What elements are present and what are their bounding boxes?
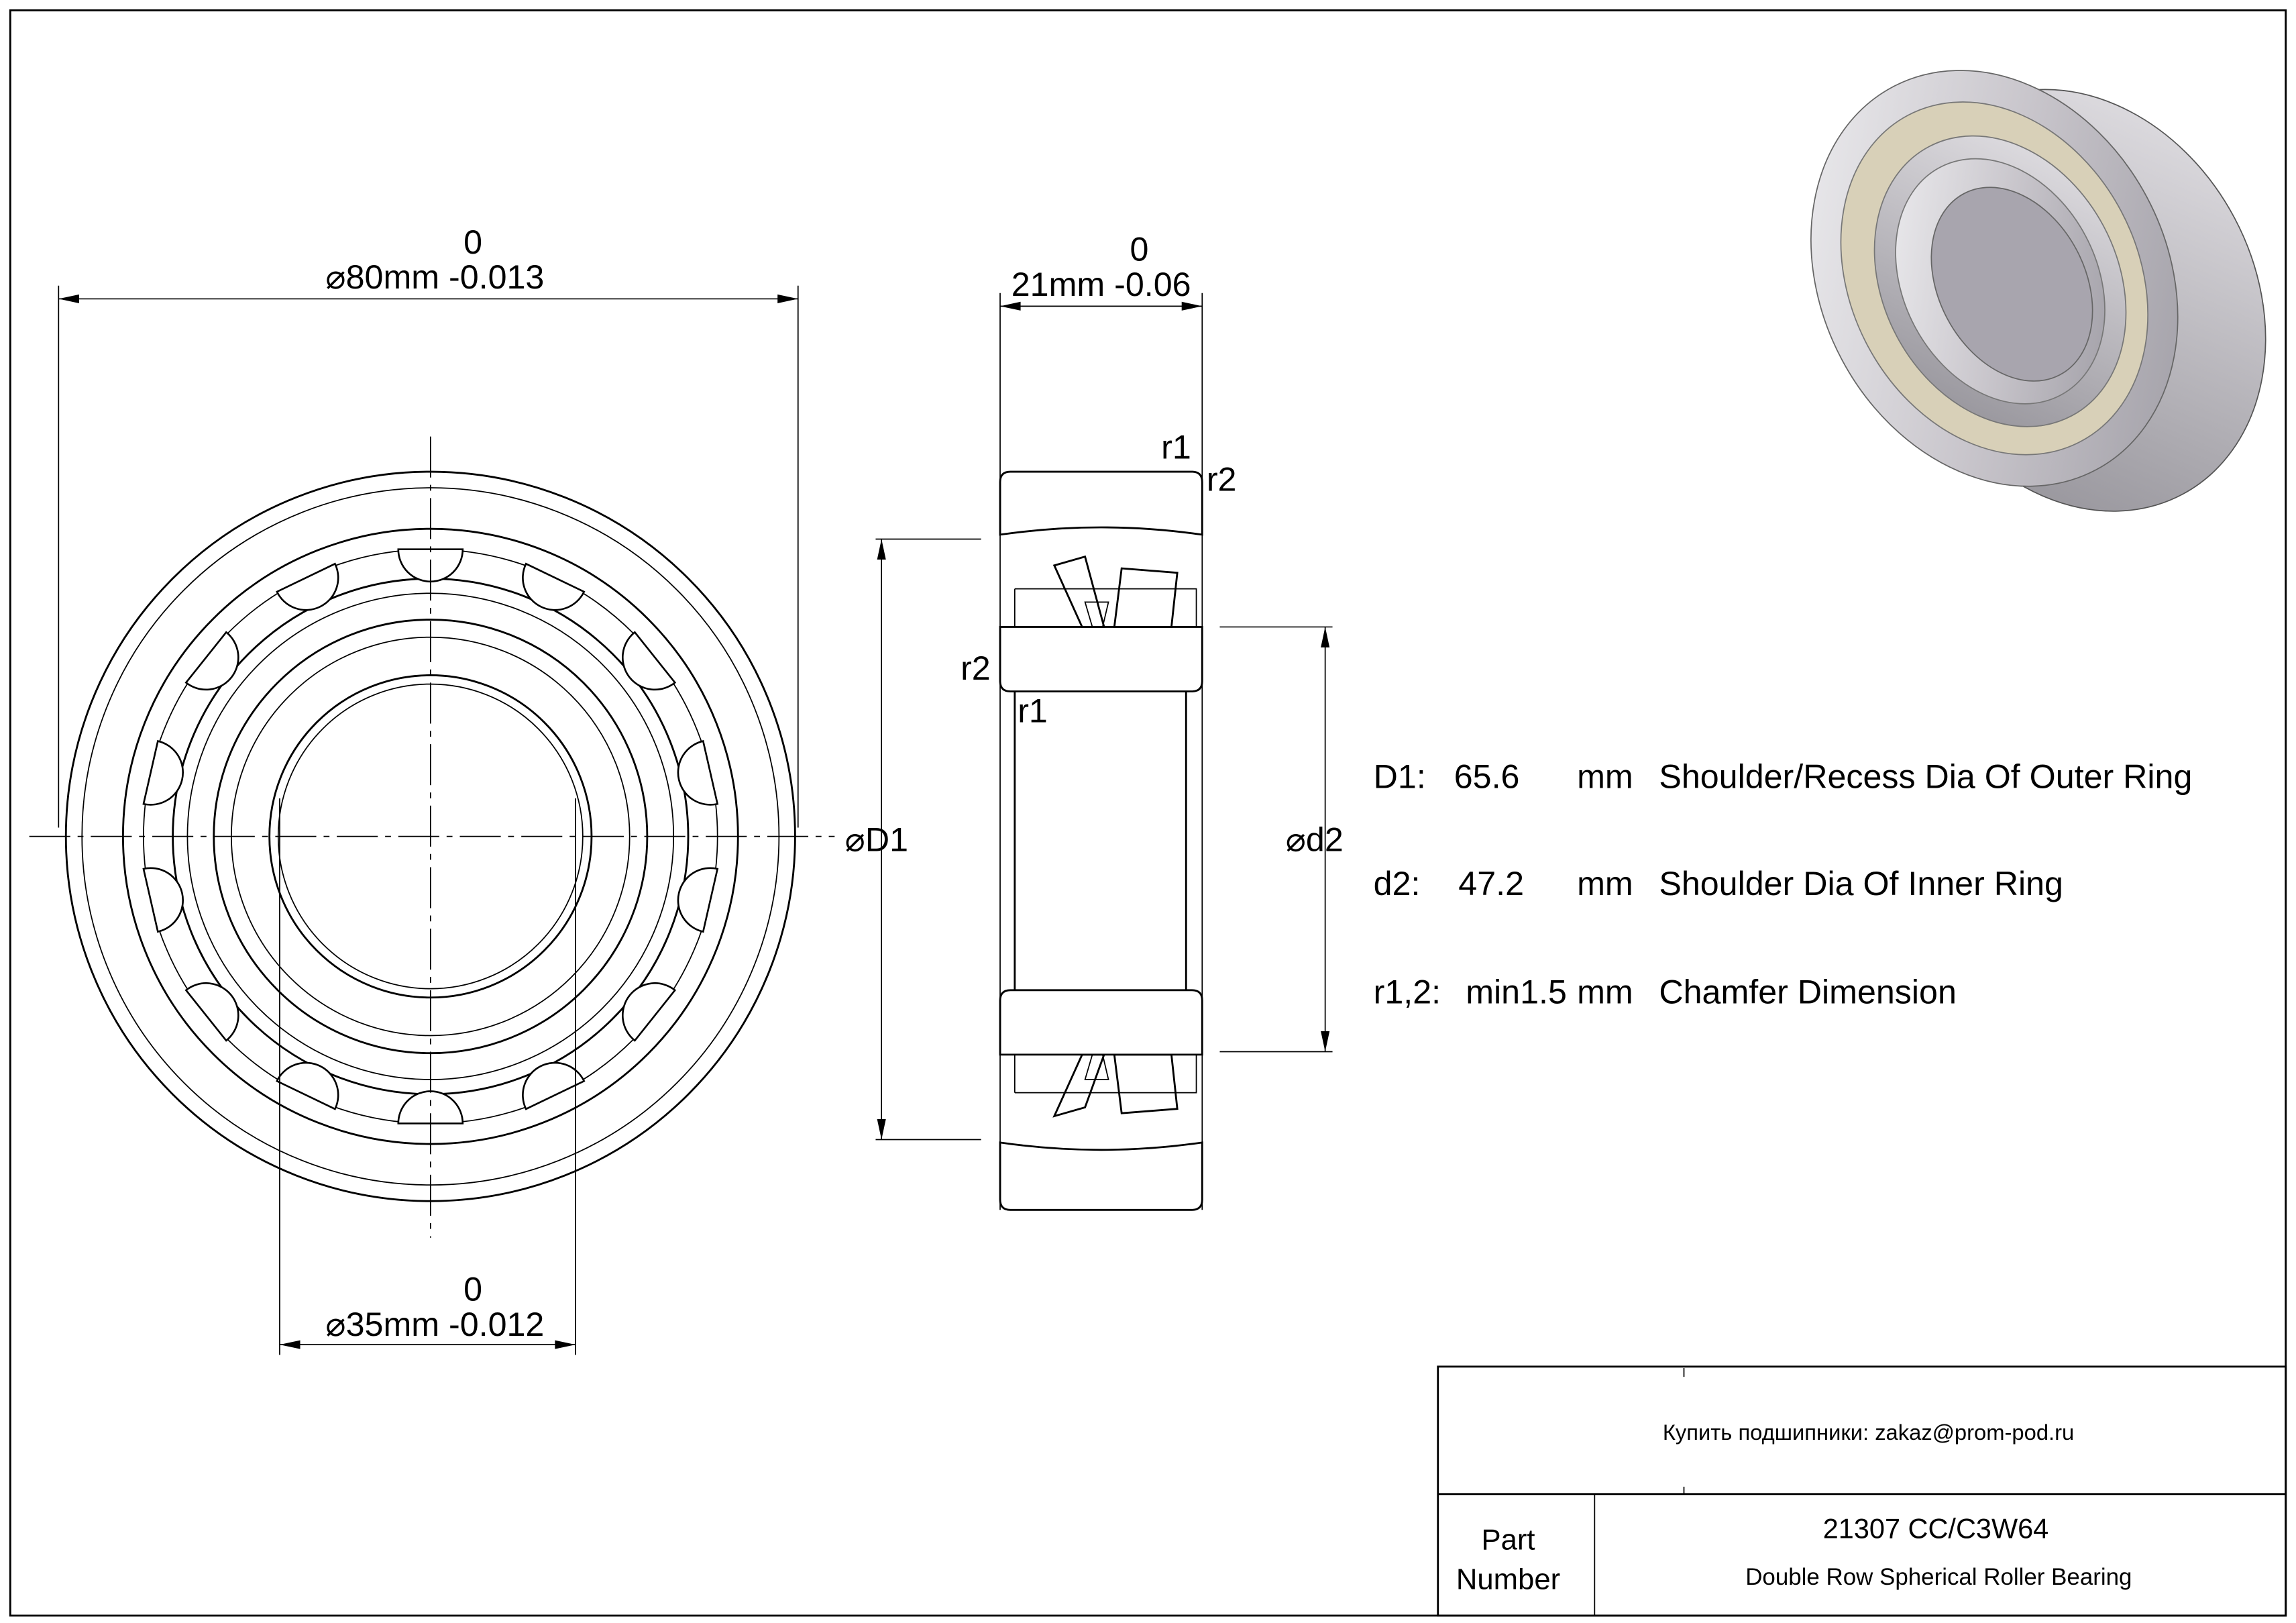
d1-dimension: ⌀D1 xyxy=(845,538,981,1141)
spec-table: D1: 65.6 mm Shoulder/Recess Dia Of Outer… xyxy=(1374,758,2193,1011)
width-dimension: 0 21mm -0.06 xyxy=(1000,231,1203,311)
bore-diameter-label: ⌀35mm -0.012 xyxy=(325,1306,544,1343)
part-number: 21307 CC/C3W64 xyxy=(1823,1512,2049,1544)
chamfer-r2-top: r2 xyxy=(1207,460,1237,498)
roller xyxy=(622,631,677,691)
number-label: Number xyxy=(1456,1563,1560,1596)
roller xyxy=(142,867,184,933)
bearing-3d-render xyxy=(1810,70,2266,512)
outer-diameter-label: ⌀80mm -0.013 xyxy=(325,258,544,296)
spec-key: d2: xyxy=(1374,865,1421,902)
drawing-border xyxy=(9,9,2287,1617)
bore-diameter-tolerance-upper: 0 xyxy=(463,1271,482,1308)
spec-unit: mm xyxy=(1577,758,1633,796)
spec-desc: Chamfer Dimension xyxy=(1659,973,1956,1010)
spec-desc: Shoulder Dia Of Inner Ring xyxy=(1659,865,2063,902)
spec-value: min1.5 xyxy=(1466,973,1567,1010)
roller xyxy=(276,562,339,611)
part-label: Part xyxy=(1481,1524,1535,1557)
roller xyxy=(677,867,719,933)
title-block: Купить подшипники: zakaz@prom-pod.ru Par… xyxy=(1437,1365,2287,1617)
spec-value: 47.2 xyxy=(1458,865,1524,902)
roller xyxy=(276,1061,339,1110)
spec-key: r1,2: xyxy=(1374,973,1441,1010)
outer-diameter-dimension: 0 ⌀80mm -0.013 xyxy=(58,223,799,828)
chamfer-r2-inner: r2 xyxy=(961,649,991,687)
roller xyxy=(142,740,184,806)
roller xyxy=(397,1090,464,1124)
width-tolerance-upper: 0 xyxy=(1130,231,1148,268)
roller xyxy=(677,740,719,806)
spec-value: 65.6 xyxy=(1454,758,1520,796)
roller xyxy=(522,562,586,611)
section-view: r1 r2 r2 r1 xyxy=(961,293,1237,1211)
contact-text: Купить подшипники: zakaz@prom-pod.ru xyxy=(1663,1420,2074,1445)
front-view xyxy=(29,436,835,1238)
d2-dimension: ⌀d2 xyxy=(1219,626,1344,1053)
chamfer-r1-inner: r1 xyxy=(1018,692,1048,729)
spec-unit: mm xyxy=(1577,973,1633,1010)
roller xyxy=(522,1061,586,1110)
roller xyxy=(184,982,239,1042)
spec-unit: mm xyxy=(1577,865,1633,902)
bore-diameter-dimension: 0 ⌀35mm -0.012 xyxy=(279,798,576,1355)
d1-label: ⌀D1 xyxy=(845,821,908,858)
spec-key: D1: xyxy=(1374,758,1426,796)
spec-desc: Shoulder/Recess Dia Of Outer Ring xyxy=(1659,758,2192,796)
part-description: Double Row Spherical Roller Bearing xyxy=(1745,1564,2132,1590)
roller xyxy=(184,631,239,691)
width-label: 21mm -0.06 xyxy=(1012,266,1191,303)
d2-label: ⌀d2 xyxy=(1286,821,1344,858)
outer-diameter-tolerance-upper: 0 xyxy=(463,223,482,261)
roller xyxy=(622,982,677,1042)
chamfer-r1-top: r1 xyxy=(1161,428,1191,466)
roller-set xyxy=(142,548,719,1124)
